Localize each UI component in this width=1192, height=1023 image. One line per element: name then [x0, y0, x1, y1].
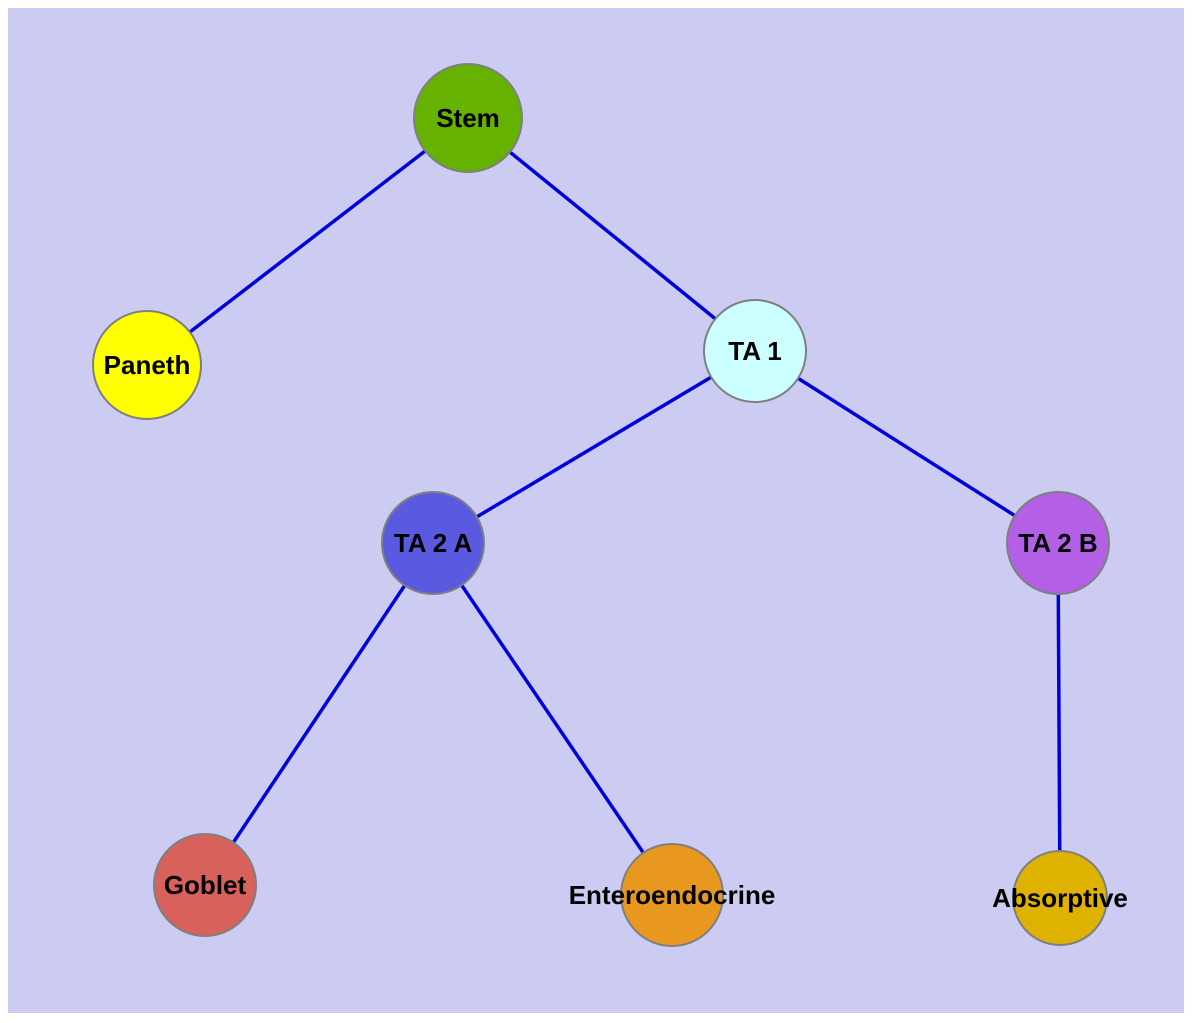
edge-ta2b-absorptive [1056, 542, 1062, 899]
edge-ta2a-enteroendocrine [431, 542, 674, 896]
node-ta-1[interactable]: TA 1 [703, 299, 807, 403]
node-paneth-label: Paneth [103, 349, 191, 380]
node-ta-2-b-label: TA 2 B [1018, 527, 1098, 558]
edge-stem-ta1 [466, 116, 757, 353]
edge-ta2a-goblet [203, 542, 435, 886]
node-absorptive[interactable]: Absorptive [992, 850, 1128, 946]
edge-ta1-ta2b [754, 349, 1059, 545]
node-stem-label: Stem [436, 102, 500, 133]
node-ta-2-a[interactable]: TA 2 A [381, 491, 485, 595]
node-ta-2-b[interactable]: TA 2 B [1006, 491, 1110, 595]
node-enteroendocrine[interactable]: Enteroendocrine [569, 843, 775, 947]
node-paneth[interactable]: Paneth [92, 310, 202, 420]
edge-stem-paneth [145, 116, 470, 367]
node-stem[interactable]: Stem [413, 63, 523, 173]
node-ta-1-label: TA 1 [728, 335, 782, 366]
node-ta-2-a-label: TA 2 A [393, 527, 473, 558]
edge-ta1-ta2a [432, 349, 756, 545]
node-goblet[interactable]: Goblet [153, 833, 257, 937]
node-goblet-label: Goblet [163, 869, 247, 900]
